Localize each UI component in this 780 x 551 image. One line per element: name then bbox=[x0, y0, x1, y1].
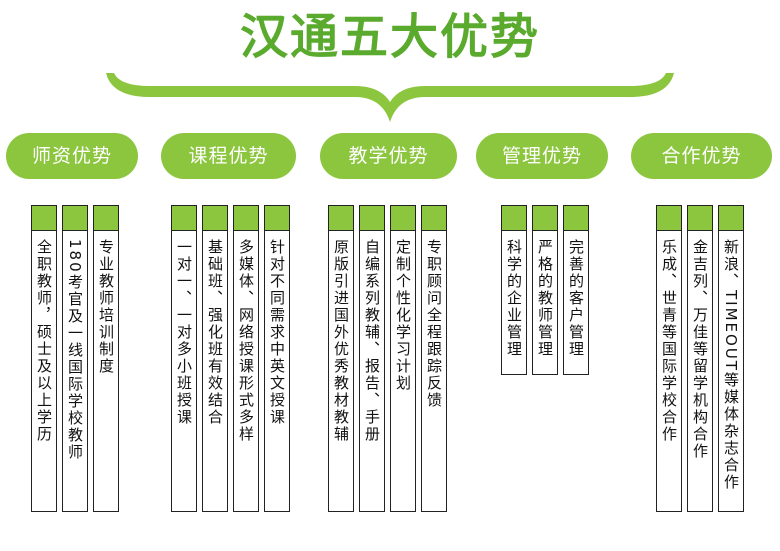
item-header-block bbox=[688, 206, 712, 231]
advantage-item: 原版引进国外优秀教材教辅 bbox=[328, 205, 354, 512]
item-header-block bbox=[533, 206, 557, 231]
advantage-item-text: 原版引进国外优秀教材教辅 bbox=[332, 239, 350, 443]
advantage-item-text: 新浪、TIMEOUT等媒体杂志合作 bbox=[722, 239, 740, 491]
item-header-block bbox=[329, 206, 353, 231]
brace-connector bbox=[106, 73, 674, 122]
advantage-item-text: 基础班、强化班有效结合 bbox=[206, 239, 224, 426]
advantage-item: 金吉列、万佳等留学机构合作 bbox=[687, 205, 713, 512]
advantage-category-1: 师资优势 bbox=[6, 133, 138, 179]
advantage-item: 科学的企业管理 bbox=[501, 205, 527, 375]
item-header-block bbox=[94, 206, 118, 231]
item-header-block bbox=[63, 206, 87, 231]
advantage-item-text: 科学的企业管理 bbox=[505, 239, 523, 358]
advantage-item: 180考官及一线国际学校教师 bbox=[62, 205, 88, 512]
advantage-category-2: 课程优势 bbox=[161, 133, 296, 179]
advantage-item-text: 180考官及一线国际学校教师 bbox=[66, 239, 84, 461]
advantage-category-4: 管理优势 bbox=[476, 133, 608, 179]
advantage-item-text: 完善的客户管理 bbox=[567, 239, 585, 358]
advantage-item-text: 严格的教师管理 bbox=[536, 239, 554, 358]
item-header-block bbox=[657, 206, 681, 231]
advantage-item-text: 金吉列、万佳等留学机构合作 bbox=[691, 239, 709, 460]
advantage-item: 全职教师，硕士及以上学历 bbox=[31, 205, 57, 512]
item-header-block bbox=[360, 206, 384, 231]
item-header-block bbox=[422, 206, 446, 231]
item-header-block bbox=[265, 206, 289, 231]
advantage-item: 专职顾问全程跟踪反馈 bbox=[421, 205, 447, 512]
advantage-item: 针对不同需求中英文授课 bbox=[264, 205, 290, 512]
advantage-item-text: 一对一、一对多小班授课 bbox=[175, 239, 193, 426]
item-header-block bbox=[719, 206, 743, 231]
advantage-item: 严格的教师管理 bbox=[532, 205, 558, 375]
advantage-item-text: 定制个性化学习计划 bbox=[394, 239, 412, 392]
advantage-item: 专业教师培训制度 bbox=[93, 205, 119, 512]
item-header-block bbox=[391, 206, 415, 231]
advantage-item: 自编系列教辅、报告、手册 bbox=[359, 205, 385, 512]
advantage-item-text: 针对不同需求中英文授课 bbox=[268, 239, 286, 426]
advantage-item-text: 专业教师培训制度 bbox=[97, 239, 115, 375]
advantage-item: 定制个性化学习计划 bbox=[390, 205, 416, 512]
advantage-category-3: 教学优势 bbox=[320, 133, 457, 179]
advantage-item: 完善的客户管理 bbox=[563, 205, 589, 375]
advantage-item: 乐成、世青等国际学校合作 bbox=[656, 205, 682, 512]
item-header-block bbox=[502, 206, 526, 231]
advantage-item-text: 自编系列教辅、报告、手册 bbox=[363, 239, 381, 443]
item-header-block bbox=[203, 206, 227, 231]
advantage-item-text: 专职顾问全程跟踪反馈 bbox=[425, 239, 443, 409]
advantage-item-text: 多媒体、网络授课形式多样 bbox=[237, 239, 255, 443]
advantage-item: 多媒体、网络授课形式多样 bbox=[233, 205, 259, 512]
item-header-block bbox=[32, 206, 56, 231]
item-header-block bbox=[564, 206, 588, 231]
advantage-item: 新浪、TIMEOUT等媒体杂志合作 bbox=[718, 205, 744, 512]
advantage-item-text: 全职教师，硕士及以上学历 bbox=[35, 239, 53, 443]
advantage-item: 一对一、一对多小班授课 bbox=[171, 205, 197, 512]
diagram-title: 汉通五大优势 bbox=[239, 9, 540, 65]
advantage-item: 基础班、强化班有效结合 bbox=[202, 205, 228, 512]
advantage-category-5: 合作优势 bbox=[631, 133, 772, 179]
item-header-block bbox=[234, 206, 258, 231]
advantage-item-text: 乐成、世青等国际学校合作 bbox=[660, 239, 678, 443]
item-header-block bbox=[172, 206, 196, 231]
